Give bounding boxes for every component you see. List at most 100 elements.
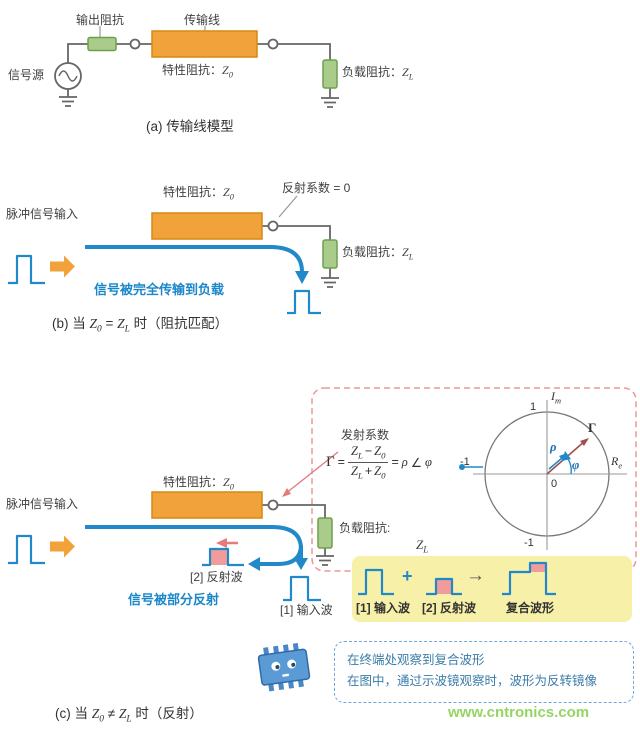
caption-b: (b) 当 Z0 = ZL 时（阻抗匹配） — [52, 316, 229, 335]
chip-body — [257, 648, 311, 686]
transmission-line-box-a — [151, 30, 258, 58]
input-direction-arrow-c — [50, 535, 75, 558]
label-output-impedance: 输出阻抗 — [76, 13, 125, 27]
incident-signal-arrow — [85, 525, 303, 560]
output-pulse-waveform-b — [287, 289, 321, 315]
ground-icon-load-c — [316, 555, 334, 566]
transmitted-signal-arrow — [85, 245, 304, 273]
polar-tick-0: 0 — [551, 478, 558, 490]
polar-tick-minus1-left: -1 — [460, 456, 470, 468]
link-dot — [459, 464, 465, 470]
ground-icon-load-a — [321, 97, 339, 108]
label-leader-lines — [99, 26, 206, 37]
wires-b — [262, 225, 331, 278]
label-fully-transmitted: 信号被完全传输到负载 — [94, 282, 225, 297]
label-zl-symbol: ZL — [416, 537, 429, 555]
polar-rho-label: ρ — [550, 440, 557, 454]
label-pulse-input-b: 脉冲信号输入 — [6, 207, 79, 221]
input-pulse-waveform-b — [8, 254, 45, 285]
load-resistor-c — [317, 517, 333, 549]
reflection-coefficient-inset — [282, 387, 637, 572]
rho-arrow — [548, 457, 563, 470]
reflected-arrowhead — [248, 557, 260, 571]
composite-highlight-box — [352, 556, 632, 622]
reflected-mini-arrowhead — [216, 538, 227, 548]
polar-tick-minus1-bottom: -1 — [524, 537, 534, 549]
polar-label-im: Im — [551, 389, 562, 406]
load-resistor-a — [322, 59, 338, 89]
ic-chip-icon — [257, 642, 311, 692]
sum-input-pulse — [358, 568, 394, 596]
caption-c: (c) 当 Z0 ≠ ZL 时（反射） — [55, 706, 203, 725]
watermark: www.cntronics.com — [448, 704, 590, 721]
plus-operator: + — [402, 566, 413, 586]
polar-axes — [473, 400, 627, 550]
note-box: 在终端处观察到复合波形 在图中，通过示波镜观察时，波形为反转镜像 — [334, 641, 634, 703]
label-load-impedance-a: 负载阻抗：ZL — [342, 65, 414, 82]
section-c-waves — [8, 525, 556, 602]
label-pulse-input-c: 脉冲信号输入 — [6, 497, 79, 511]
label-char-impedance-b: 特性阻抗：Z0 — [163, 185, 234, 202]
note-line-2: 在图中，通过示波镜观察时，波形为反转镜像 — [347, 673, 598, 688]
reflected-pulse-fill — [210, 549, 228, 565]
formula-pointer-arrow — [284, 451, 339, 495]
composite-label-input-wave: [1] 输入波 — [356, 601, 411, 615]
label-load-impedance-c: 负载阻抗: — [339, 521, 391, 535]
output-impedance-resistor — [87, 36, 117, 52]
composite-pulse — [502, 561, 556, 596]
caption-a: (a) 传输线模型 — [146, 119, 234, 134]
phi-arc-arrowhead — [562, 451, 571, 461]
label-reflection-zero: 反射系数 = 0 — [282, 181, 351, 195]
label-input-wave: [1] 输入波 — [280, 603, 333, 617]
reflected-signal-arrow — [260, 544, 303, 566]
composite-label-composite-wave: 复合波形 — [506, 601, 555, 615]
load-resistor-b — [322, 239, 338, 269]
wires-c — [262, 504, 326, 556]
composite-label-reflected-wave: [2] 反射波 — [422, 601, 477, 615]
section-a-circuit — [54, 26, 339, 108]
sum-reflected-fill — [436, 579, 452, 594]
formula-pointer-arrowhead — [282, 488, 291, 497]
connector-node — [267, 220, 279, 232]
connector-node — [267, 38, 279, 50]
result-arrow: → — [466, 565, 485, 586]
reflection-zero-leader — [278, 195, 298, 218]
transmission-line-box-c — [151, 491, 263, 519]
sum-reflected-pulse — [426, 577, 462, 596]
incident-arrowhead — [294, 558, 308, 570]
input-direction-arrow-b — [50, 255, 75, 278]
polar-tick-1-top: 1 — [530, 401, 537, 413]
transmission-line-box-b — [151, 212, 263, 240]
wires-a — [67, 43, 331, 98]
composite-added-fill — [530, 563, 546, 572]
dashed-red-box — [311, 387, 637, 572]
polar-label-re: Re — [611, 454, 623, 471]
section-b-waves — [8, 245, 321, 315]
connector-node — [129, 38, 141, 50]
label-signal-source: 信号源 — [8, 68, 45, 82]
label-reflected-wave: [2] 反射波 — [190, 570, 243, 584]
fraction: ZL−Z0 ZL+Z0 — [347, 444, 389, 480]
reflection-coefficient-formula: Γ = ZL−Z0 ZL+Z0 = ρ ∠ φ — [326, 444, 432, 481]
chip-pupil-right — [291, 662, 296, 667]
label-emission-coeff: 发射系数 — [341, 428, 390, 442]
connector-node — [267, 499, 279, 511]
ground-icon-source — [59, 96, 77, 107]
label-load-impedance-b: 负载阻抗：ZL — [342, 245, 414, 262]
reflected-pulse-waveform — [202, 547, 244, 567]
section-c-circuit — [151, 491, 334, 566]
polar-gamma-label: Γ — [588, 420, 597, 435]
section-b-circuit — [151, 195, 339, 288]
transmitted-arrowhead — [295, 271, 309, 284]
label-transmission-line: 传输线 — [184, 13, 221, 27]
gamma-vector-arrowhead — [580, 438, 589, 446]
sine-wave-icon — [58, 70, 78, 82]
label-char-impedance-a: 特性阻抗：Z0 — [162, 63, 233, 80]
note-line-1: 在终端处观察到复合波形 — [347, 653, 485, 667]
label-partially-reflected: 信号被部分反射 — [128, 592, 220, 607]
chip-mouth — [282, 673, 290, 677]
terminal-input-pulse-waveform — [283, 575, 321, 602]
input-pulse-waveform-c — [8, 534, 45, 565]
